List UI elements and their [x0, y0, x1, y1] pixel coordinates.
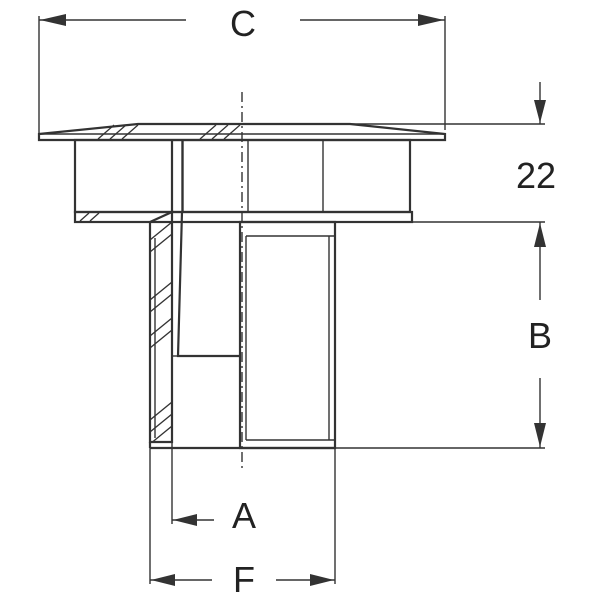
label-c: C — [230, 3, 256, 44]
dimension-22: 22 — [240, 82, 556, 196]
dimension-a: A — [171, 442, 256, 536]
arrow-right — [418, 14, 444, 26]
label-a: A — [232, 495, 256, 536]
label-22: 22 — [516, 155, 556, 196]
threaded-body — [148, 210, 337, 450]
seat-ring — [73, 210, 414, 224]
label-b: B — [528, 315, 552, 356]
dimension-c: C — [38, 3, 446, 134]
dimension-f: F — [149, 442, 336, 600]
arrow-left — [40, 14, 66, 26]
label-f: F — [233, 559, 255, 600]
dimension-b: B — [335, 221, 552, 449]
